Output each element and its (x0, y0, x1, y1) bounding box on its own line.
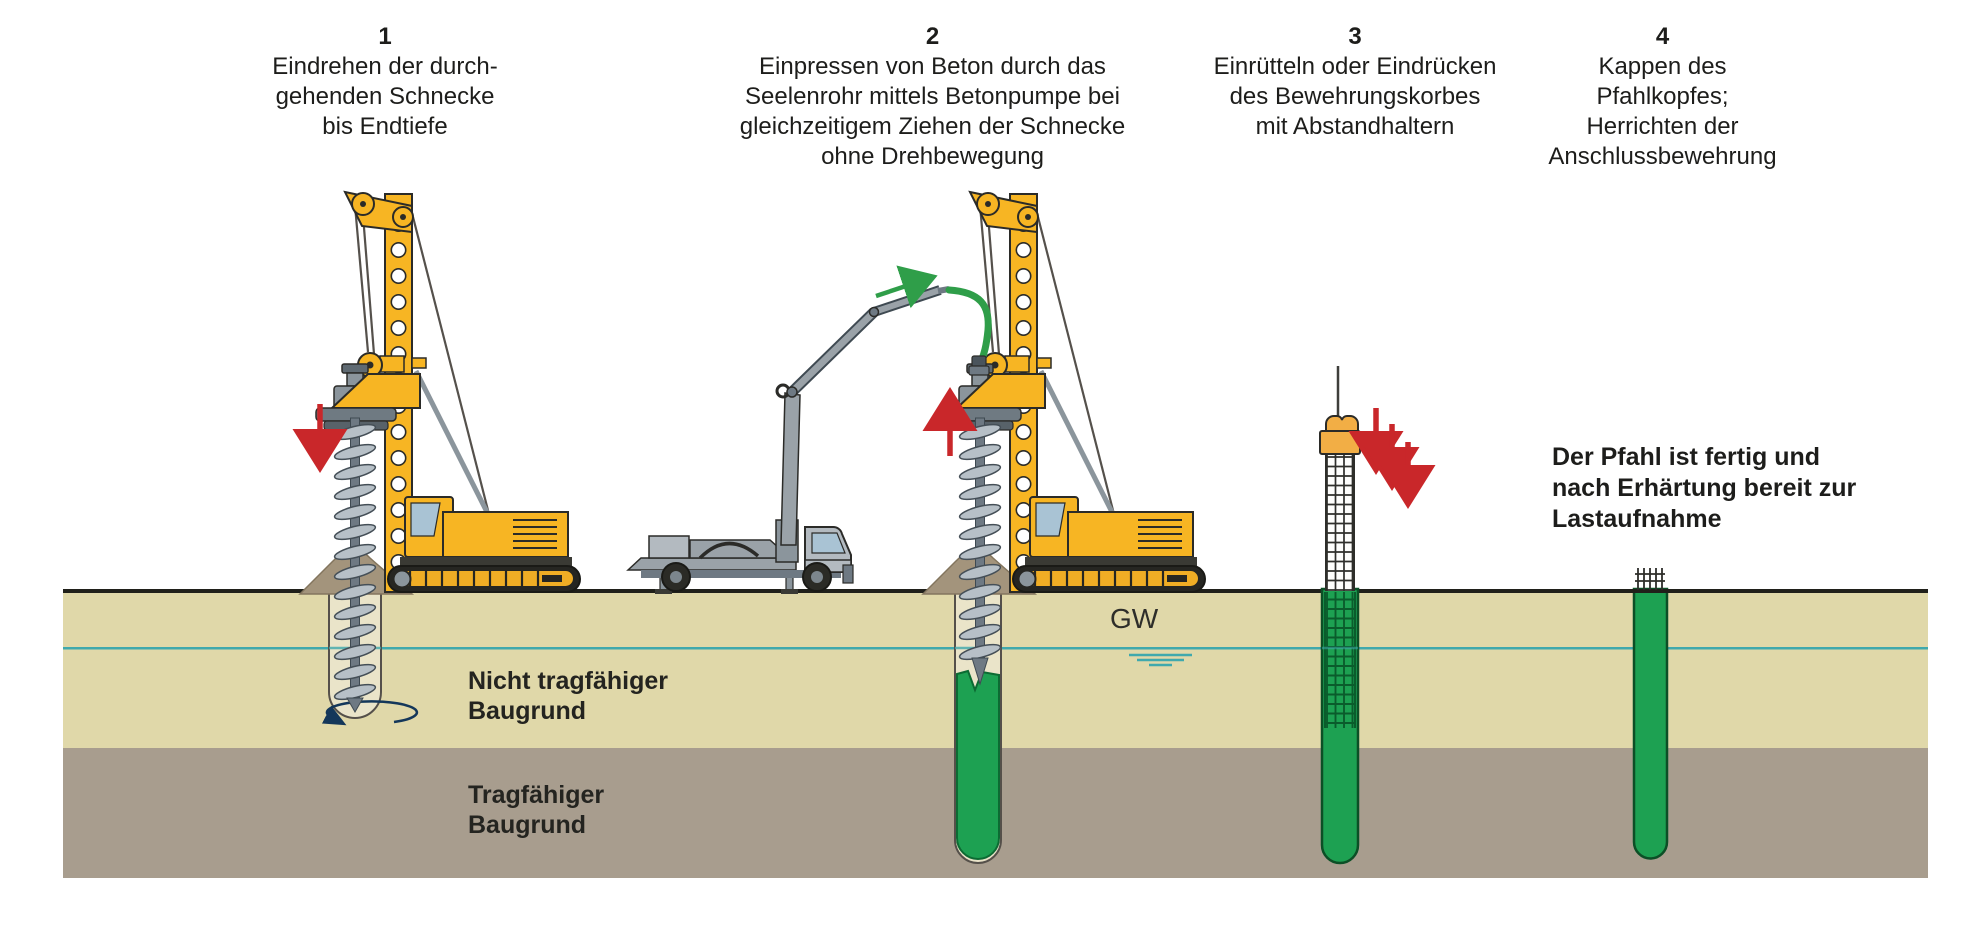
note-line: Lastaufnahme (1552, 505, 1722, 533)
soil-label-line: Baugrund (468, 697, 587, 725)
truck-flatbed (626, 557, 797, 571)
rebar-cage (1326, 454, 1354, 591)
soil-label-line: Nicht tragfähiger (468, 667, 669, 695)
step-text-line: mit Abstandhaltern (1255, 113, 1455, 140)
step-text-line: bis Endtiefe (322, 113, 448, 140)
step-3-header: 3 Einrütteln oder Eindrücken des Bewehru… (1150, 22, 1560, 142)
upper-soil-label: Nicht tragfähiger Baugrund (468, 666, 668, 726)
step-text-line: gehenden Schnecke (275, 83, 495, 110)
step-4-header: 4 Kappen des Pfahlkopfes; Herrichten der… (1490, 22, 1835, 172)
note-line: Der Pfahl ist fertig und (1552, 443, 1821, 471)
step-number: 1 (378, 23, 392, 50)
pile-4-group (1630, 568, 1672, 860)
concrete-hose (945, 286, 992, 366)
step-number: 2 (925, 23, 940, 50)
step-text-line: gleichzeitigem Ziehen der Schnecke (739, 113, 1126, 140)
down-arrows-icon (1348, 408, 1436, 509)
pile-3-group (1319, 366, 1436, 865)
pile-cap-line (1630, 589, 1672, 593)
pump-boom (775, 285, 950, 563)
step-text-line: Seelenrohr mittels Betonpumpe bei (745, 83, 1120, 110)
concrete-pile-4 (1632, 587, 1669, 860)
step-number: 3 (1348, 23, 1362, 50)
step-text-line: Anschlussbewehrung (1548, 143, 1777, 170)
auger-1 (332, 417, 378, 714)
step-text-line: Einrütteln oder Eindrücken (1213, 53, 1497, 80)
concrete-pump-truck (626, 285, 950, 594)
soil-label-line: Tragfähiger (468, 781, 605, 809)
soil-label-line: Baugrund (468, 811, 587, 839)
step-text-line: Einpressen von Beton durch das (759, 53, 1106, 80)
pump-hopper (648, 535, 690, 559)
step-number: 4 (1655, 23, 1670, 50)
step-text-line: des Bewehrungskorbes (1229, 83, 1481, 110)
step-text-line: Herrichten der (1586, 113, 1739, 140)
vibrator-head (1319, 415, 1361, 455)
rebar-cage-below-ground (1325, 592, 1355, 728)
step-1-header: 1 Eindrehen der durch- gehenden Schnecke… (205, 22, 565, 142)
auger-2 (957, 417, 1003, 686)
finished-pile-note: Der Pfahl ist fertig und nach Erhärtung … (1552, 442, 1892, 535)
step-text-line: ohne Drehbewegung (821, 143, 1044, 170)
deck-hose (698, 541, 760, 560)
cab-window (811, 532, 846, 554)
hose-swivel (968, 355, 990, 376)
groundwater-label: GW (1110, 603, 1159, 634)
step-2-header: 2 Einpressen von Beton durch das Seelenr… (715, 22, 1150, 172)
note-line: nach Erhärtung bereit zur (1552, 474, 1857, 502)
concrete-pile-2 (956, 669, 1000, 860)
lower-soil-label: Tragfähiger Baugrund (468, 780, 604, 840)
truck-chassis (641, 570, 841, 578)
connection-rebar-icon (1635, 568, 1665, 590)
water-symbol-icon (1129, 653, 1192, 667)
flow-arrow-icon (875, 265, 938, 309)
step-text-line: Eindrehen der durch- (272, 53, 498, 80)
rotation-arrow-icon (321, 700, 419, 726)
step-text-line: Kappen des (1598, 53, 1727, 80)
step-text-line: Pfahlkopfes; (1596, 83, 1729, 110)
